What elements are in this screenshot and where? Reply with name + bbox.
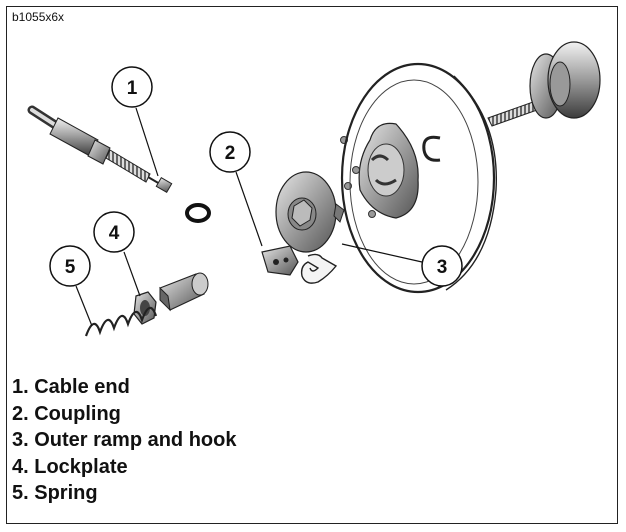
callout-3: 3: [421, 245, 463, 287]
outer-ramp: [275, 171, 345, 284]
cover-disc: [340, 62, 498, 294]
ramp-plate: [340, 122, 419, 219]
leader-lines: [75, 107, 423, 327]
exploded-diagram: 1 2 3 4 5: [27, 41, 601, 337]
svg-text:3: 3: [437, 257, 448, 278]
parts-legend: 1. Cable end 2. Coupling 3. Outer ramp a…: [12, 374, 236, 507]
svg-text:5: 5: [65, 257, 76, 278]
legend-item-outer-ramp: 3. Outer ramp and hook: [12, 429, 237, 451]
callout-2: 2: [209, 131, 251, 173]
lockplate: [133, 272, 209, 325]
adjuster-screw: [487, 41, 601, 127]
callout-1: 1: [111, 66, 153, 108]
coupling: [261, 245, 299, 276]
o-ring: [185, 203, 211, 223]
legend-item-lockplate: 4. Lockplate: [12, 455, 128, 478]
legend-item-cable-end: 1. Cable end: [12, 376, 130, 398]
figure-code: b1055x6x: [12, 10, 65, 24]
callout-5: 5: [49, 245, 91, 287]
retaining-clip: [422, 135, 441, 162]
callout-4: 4: [93, 211, 135, 253]
spring: [84, 306, 158, 337]
svg-text:4: 4: [109, 223, 120, 244]
legend-item-coupling: 2. Coupling: [12, 402, 121, 425]
legend-item-spring: 5. Spring: [12, 482, 98, 504]
cable-assembly: [27, 105, 173, 194]
svg-text:1: 1: [127, 78, 138, 99]
svg-text:2: 2: [225, 143, 236, 164]
